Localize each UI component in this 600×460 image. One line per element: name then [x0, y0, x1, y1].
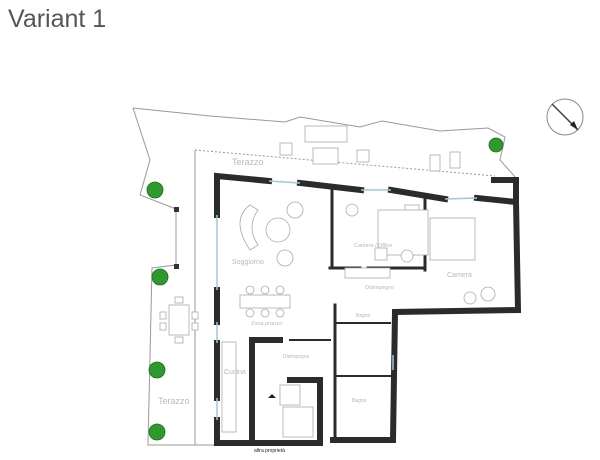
room-label-living: Soggiorno [232, 259, 264, 266]
furniture [159, 125, 496, 438]
room-label-terrace-top: Terazzo [232, 157, 264, 167]
windows [216, 180, 478, 420]
room-label-hall-bottom: Disimpegno [283, 354, 310, 360]
room-label-bath-top: Bagno [356, 313, 371, 319]
room-label-terrace-left: Terazzo [158, 396, 190, 406]
room-label-bedroom: Camera [447, 272, 472, 279]
plant-icon [488, 137, 504, 153]
room-label-hall-top: Disimpegno [365, 285, 394, 291]
room-label-kitchen: Cucina [224, 369, 246, 376]
pillar [174, 264, 179, 269]
walls [214, 172, 522, 446]
plan-title: Variant 1 [8, 5, 107, 33]
plant-icon [146, 181, 164, 199]
terrace-outline [132, 107, 215, 446]
plant-icon [151, 268, 169, 286]
room-label-office: Camera / Office [354, 243, 392, 249]
plant-icons [146, 137, 504, 441]
pillar [174, 207, 179, 212]
room-label-bath-bottom: Bagno [352, 398, 367, 404]
compass-icon [546, 98, 584, 136]
plant-icon [148, 361, 166, 379]
room-label-dining: Zona pranzo [251, 321, 282, 327]
plant-icon [148, 423, 166, 441]
neighbor-property-note: altra proprietà [254, 448, 285, 454]
